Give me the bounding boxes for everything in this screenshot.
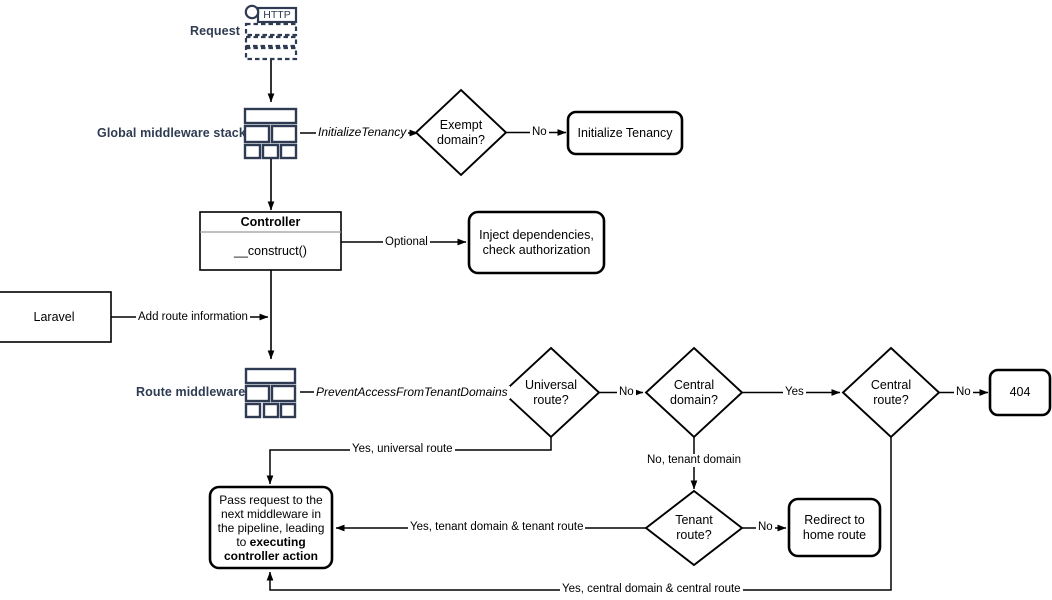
edge-label-optional: Optional [383,236,430,249]
lane-label-request: Request [190,24,241,38]
edge-label-no-tenant-domain: No, tenant domain [645,454,743,467]
node-laravel[interactable] [0,291,112,343]
global-middleware-icon [243,107,298,160]
lane-label-global-middleware-stack: Global middleware stack [97,126,246,140]
lane-label-route-middleware: Route middleware [136,385,246,399]
node-exempt-domain[interactable] [414,88,508,177]
edge-label-yes-central-domain-central-route: Yes, central domain & central route [560,583,743,596]
node-tenant-route[interactable] [644,489,744,567]
edge-label-central-domain-yes: Yes [783,386,806,399]
node-inject-dependencies[interactable] [467,210,606,275]
node-central-domain[interactable] [644,346,744,439]
node-redirect-home[interactable] [787,497,882,558]
node-initialize-tenancy[interactable] [566,110,684,156]
http-request-icon [244,4,298,61]
node-universal-route[interactable] [501,346,601,439]
edge-label-add-route-information: Add route information [136,311,250,324]
edge-label-exempt-no: No [530,126,549,139]
edge-label-yes-tenant-domain-tenant-route: Yes, tenant domain & tenant route [408,521,586,534]
edge-label-central-route-no: No [954,386,973,399]
node-404[interactable] [988,368,1052,417]
edge-label-yes-universal-route: Yes, universal route [350,443,455,456]
route-middleware-icon [244,367,297,419]
edge-label-prevent-access: PreventAccessFromTenantDomains [314,385,510,399]
edge-label-universal-no: No [617,386,636,399]
node-controller[interactable] [199,211,342,271]
node-pass-request[interactable] [208,485,334,570]
node-central-route[interactable] [841,346,941,439]
edge-label-initialize-tenancy: InitializeTenancy [316,125,409,139]
edge-label-tenant-route-no: No [756,521,775,534]
